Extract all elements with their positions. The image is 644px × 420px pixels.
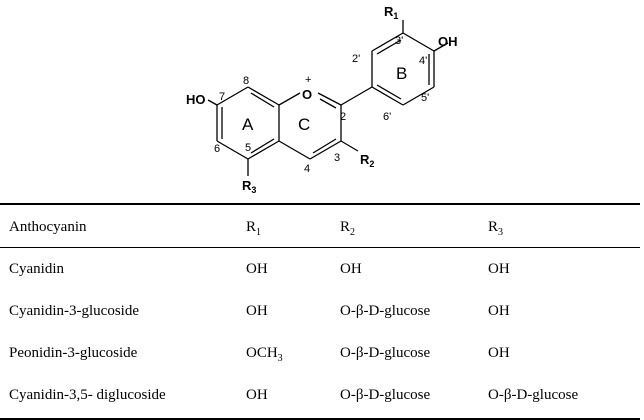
table-header-rule bbox=[0, 247, 640, 248]
position-4: 4 bbox=[304, 163, 310, 175]
r3-label: R3 bbox=[242, 178, 256, 195]
table-top-rule bbox=[0, 203, 640, 205]
anthocyanin-structure-figure: R1 OH HO O + R2 R3 A C B 8 7 6 5 4 3 2 2… bbox=[0, 0, 644, 200]
position-4-prime: 4' bbox=[419, 55, 427, 67]
r2-value: O-β-D-glucose bbox=[340, 303, 431, 319]
position-5-prime: 5' bbox=[421, 92, 429, 104]
r1-value: OH bbox=[246, 303, 268, 319]
position-2-prime: 2' bbox=[352, 53, 360, 65]
anthocyanin-structure-diagram: R1 OH HO O + R2 R3 A C B 8 7 6 5 4 3 2 2… bbox=[186, 4, 458, 195]
header-r2: R2 bbox=[340, 219, 356, 238]
r2-label: R2 bbox=[360, 152, 374, 169]
r1-value: OCH3 bbox=[246, 345, 283, 364]
r3-value: OH bbox=[488, 303, 510, 319]
r2-value: O-β-D-glucose bbox=[340, 387, 431, 403]
r1-value: OH bbox=[246, 387, 268, 403]
header-anthocyanin: Anthocyanin bbox=[9, 219, 87, 235]
anthocyanin-name: Cyanidin-3,5- diglucoside bbox=[9, 387, 166, 403]
ring-b-label: B bbox=[396, 64, 407, 83]
anthocyanin-name: Peonidin-3-glucoside bbox=[9, 345, 138, 361]
header-r1: R1 bbox=[246, 219, 262, 238]
position-6-prime: 6' bbox=[383, 111, 391, 123]
r2-value: OH bbox=[340, 261, 362, 277]
r1-label: R1 bbox=[384, 4, 398, 21]
oxygen-label: O bbox=[302, 87, 312, 102]
position-3: 3 bbox=[334, 152, 340, 164]
table-header-row: Anthocyanin R1 R2 R3 bbox=[0, 219, 640, 243]
r2-value: O-β-D-glucose bbox=[340, 345, 431, 361]
positive-charge-label: + bbox=[305, 74, 311, 86]
r3-value: OH bbox=[488, 345, 510, 361]
table-row: Cyanidin-3,5- diglucoside OH O-β-D-gluco… bbox=[0, 387, 640, 411]
anthocyanin-name: Cyanidin bbox=[9, 261, 64, 277]
position-5: 5 bbox=[245, 142, 251, 154]
position-3-prime: 3' bbox=[395, 35, 403, 47]
ring-a-label: A bbox=[242, 115, 254, 134]
table-row: Cyanidin OH OH OH bbox=[0, 261, 640, 285]
table-row: Peonidin-3-glucoside OCH3 O-β-D-glucose … bbox=[0, 345, 640, 369]
r1-value: OH bbox=[246, 261, 268, 277]
table-bottom-rule bbox=[0, 418, 640, 420]
ring-c-label: C bbox=[298, 115, 310, 134]
structure-bonds bbox=[207, 20, 449, 176]
position-2: 2 bbox=[340, 111, 346, 123]
position-6: 6 bbox=[214, 143, 220, 155]
table-row: Cyanidin-3-glucoside OH O-β-D-glucose OH bbox=[0, 303, 640, 327]
header-r3: R3 bbox=[488, 219, 504, 238]
r3-value: O-β-D-glucose bbox=[488, 387, 579, 403]
anthocyanin-name: Cyanidin-3-glucoside bbox=[9, 303, 139, 319]
oh-4prime-label: OH bbox=[438, 34, 458, 49]
position-7: 7 bbox=[219, 91, 225, 103]
ho-7-label: HO bbox=[186, 92, 206, 107]
r3-value: OH bbox=[488, 261, 510, 277]
position-8: 8 bbox=[243, 75, 249, 87]
